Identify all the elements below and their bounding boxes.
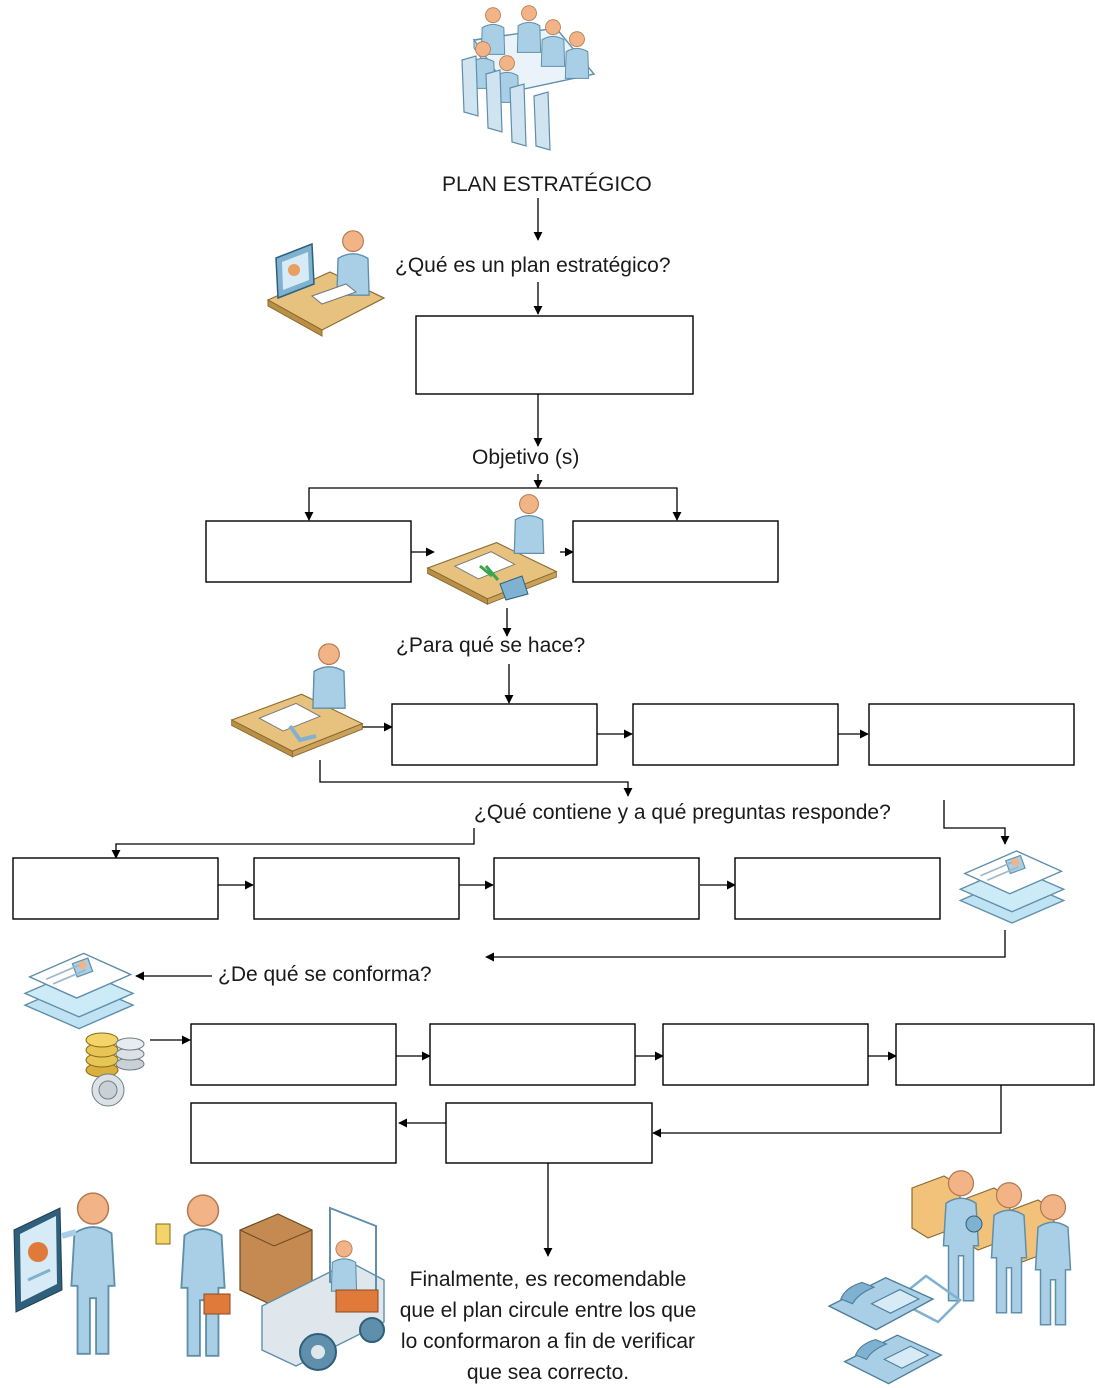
label-plan-estrategico: PLAN ESTRATÉGICO [442,173,652,196]
final-note: Finalmente, es recomendable que el plan … [399,1268,697,1384]
box-contiene-3 [493,857,700,920]
box-conforma-2 [429,1023,636,1086]
label-objetivos: Objetivo (s) [472,446,580,469]
accountant-at-desk-icon [427,493,557,605]
box-objetivo-1 [205,520,412,583]
box-conforma-4 [895,1023,1095,1086]
label-que-contiene: ¿Qué contiene y a qué preguntas responde… [474,801,891,824]
box-conforma-3 [662,1023,869,1086]
worker-forklift-icon [155,1194,385,1371]
box-conforma-1 [190,1023,397,1086]
box-contiene-4 [734,857,941,920]
box-para-que-3 [868,703,1075,766]
box-conforma-6 [445,1102,653,1164]
documents-coins-icon [23,952,145,1107]
box-contiene-2 [253,857,460,920]
box-para-que-2 [632,703,839,766]
writer-at-desk-icon [231,642,363,758]
label-para-que: ¿Para qué se hace? [396,634,586,657]
box-contiene-1 [12,857,219,920]
documents-stack-icon [959,850,1065,924]
label-que-es: ¿Qué es un plan estratégico? [395,254,671,277]
box-definicion [415,315,694,395]
box-conforma-5 [190,1102,397,1164]
connectors [111,198,1010,1257]
box-objetivo-2 [572,520,779,583]
designer-at-desk-icon [266,230,386,337]
label-de-que-se-conforma: ¿De qué se conforma? [218,963,432,986]
meeting-table-icon [461,5,596,151]
box-para-que-1 [391,703,598,766]
phones-team-icon [828,1169,1072,1385]
presenter-icon [13,1192,116,1355]
